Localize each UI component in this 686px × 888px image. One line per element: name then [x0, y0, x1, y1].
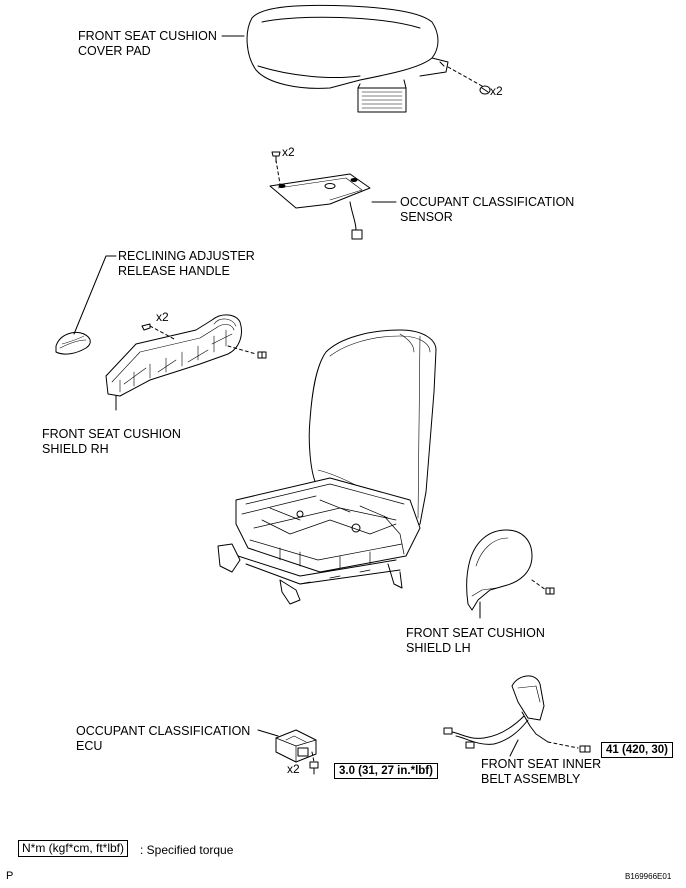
- cover-pad-label-line-2: COVER PAD: [78, 44, 151, 58]
- cover-pad-clips-qty: x2: [490, 84, 503, 98]
- shield-rh-part: [106, 315, 266, 410]
- shield-rh-label-line-1: FRONT SEAT CUSHION: [42, 427, 181, 441]
- reclining-handle-part: [56, 256, 116, 354]
- occupant-sensor-label: OCCUPANT CLASSIFICATION SENSOR: [400, 195, 574, 225]
- occupant-sensor-label-line-2: SENSOR: [400, 210, 453, 224]
- torque-legend-description: : Specified torque: [140, 843, 234, 857]
- occupant-ecu-label: OCCUPANT CLASSIFICATION ECU: [76, 724, 250, 754]
- shield-lh-label-line-1: FRONT SEAT CUSHION: [406, 626, 545, 640]
- occupant-ecu-part: [258, 730, 318, 774]
- torque-unit-legend-box: N*m (kgf*cm, ft*lbf): [18, 840, 129, 857]
- occupant-ecu-label-line-2: ECU: [76, 739, 103, 753]
- reclining-handle-label-line-1: RECLINING ADJUSTER: [118, 249, 255, 263]
- inner-belt-label-line-2: BELT ASSEMBLY: [481, 772, 581, 786]
- cushion-cover-pad-part: [222, 5, 490, 112]
- inner-belt-part: [444, 676, 590, 756]
- cover-pad-label-line-1: FRONT SEAT CUSHION: [78, 29, 217, 43]
- shield-lh-part: [467, 530, 554, 618]
- ecu-torque-box: 3.0 (31, 27 in.*lbf): [334, 763, 438, 779]
- belt-torque-box: 41 (420, 30): [601, 742, 674, 758]
- sensor-screws-qty: x2: [282, 145, 295, 159]
- cover-pad-label: FRONT SEAT CUSHION COVER PAD: [78, 29, 217, 59]
- page-letter: P: [6, 870, 14, 882]
- occupant-sensor-label-line-1: OCCUPANT CLASSIFICATION: [400, 195, 575, 209]
- shield-lh-label: FRONT SEAT CUSHION SHIELD LH: [406, 626, 545, 656]
- inner-belt-label-line-1: FRONT SEAT INNER: [481, 757, 602, 771]
- ecu-bolts-qty: x2: [287, 762, 300, 776]
- reclining-handle-label-line-2: RELEASE HANDLE: [118, 264, 230, 278]
- inner-belt-label: FRONT SEAT INNER BELT ASSEMBLY: [481, 757, 601, 787]
- figure-id: B169966E01: [625, 872, 672, 881]
- shield-rh-screws-qty: x2: [156, 310, 169, 324]
- shield-lh-label-line-2: SHIELD LH: [406, 641, 471, 655]
- occupant-sensor-part: [270, 152, 396, 239]
- occupant-ecu-label-line-1: OCCUPANT CLASSIFICATION: [76, 724, 251, 738]
- front-seat-assembly-part: [218, 330, 436, 604]
- shield-rh-label: FRONT SEAT CUSHION SHIELD RH: [42, 427, 181, 457]
- reclining-handle-label: RECLINING ADJUSTER RELEASE HANDLE: [118, 249, 255, 279]
- shield-rh-label-line-2: SHIELD RH: [42, 442, 109, 456]
